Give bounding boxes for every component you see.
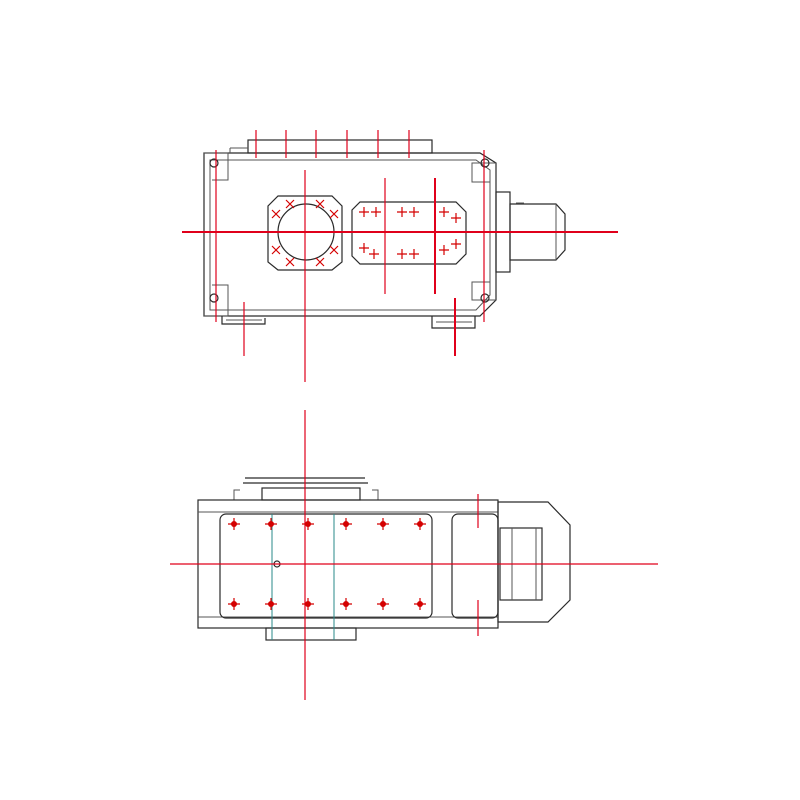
- top-view: [203, 139, 566, 329]
- bolt-hole-marker-icon: [377, 518, 389, 530]
- bolt-hole-marker-icon: [359, 243, 369, 253]
- output-flange-octagon: [267, 195, 343, 271]
- top-flange: [247, 139, 433, 154]
- top-cap-step-right: [372, 489, 379, 500]
- bolt-hole-marker-icon: [285, 199, 295, 209]
- bolt-hole-marker-icon: [359, 207, 369, 217]
- bolt-hole-marker-icon: [265, 518, 277, 530]
- bolt-hole-marker-icon: [271, 209, 281, 219]
- bolt-hole-marker-icon: [451, 239, 461, 249]
- bolt-hole-marker-icon: [329, 245, 339, 255]
- bolt-hole-marker-icon: [414, 518, 426, 530]
- bolt-hole-marker-icon: [302, 518, 314, 530]
- bolt-hole-marker-icon: [228, 518, 240, 530]
- bolt-hole-marker-icon: [439, 245, 449, 255]
- bolt-hole-marker-icon: [340, 598, 352, 610]
- bolt-hole-marker-icon: [439, 207, 449, 217]
- foot-right: [431, 316, 476, 329]
- bolt-hole-marker-icon: [302, 598, 314, 610]
- bolt-hole-marker-icon: [397, 207, 407, 217]
- bolt-hole-marker-icon: [285, 257, 295, 267]
- bottom-cap: [265, 627, 357, 641]
- bolt-markers: [228, 199, 461, 610]
- bolt-hole-marker-icon: [315, 257, 325, 267]
- bolt-hole-marker-icon: [371, 207, 381, 217]
- centerlines: [170, 130, 658, 700]
- bolt-hole-marker-icon: [451, 213, 461, 223]
- mounting-hole-icon: [209, 293, 219, 303]
- bolt-hole-marker-icon: [409, 207, 419, 217]
- bolt-hole-marker-icon: [271, 245, 281, 255]
- bolt-hole-marker-icon: [414, 598, 426, 610]
- motor-housing: [497, 501, 571, 623]
- bolt-hole-marker-icon: [329, 209, 339, 219]
- mounting-hole-icon: [209, 158, 219, 168]
- bolt-hole-marker-icon: [397, 249, 407, 259]
- bolt-hole-marker-icon: [315, 199, 325, 209]
- top-housing-inner-outline: [209, 159, 491, 311]
- mounting-hole-icon: [480, 158, 490, 168]
- bolt-hole-marker-icon: [369, 249, 379, 259]
- mounting-hole-icon: [480, 293, 490, 303]
- bolt-hole-marker-icon: [265, 598, 277, 610]
- top-cap-step-left: [233, 489, 240, 500]
- input-flange-plate: [351, 201, 467, 265]
- bolt-hole-marker-icon: [409, 249, 419, 259]
- bolt-hole-marker-icon: [340, 518, 352, 530]
- front-bolt-panel: [219, 513, 433, 619]
- bolt-hole-marker-icon: [228, 598, 240, 610]
- bolt-hole-marker-icon: [377, 598, 389, 610]
